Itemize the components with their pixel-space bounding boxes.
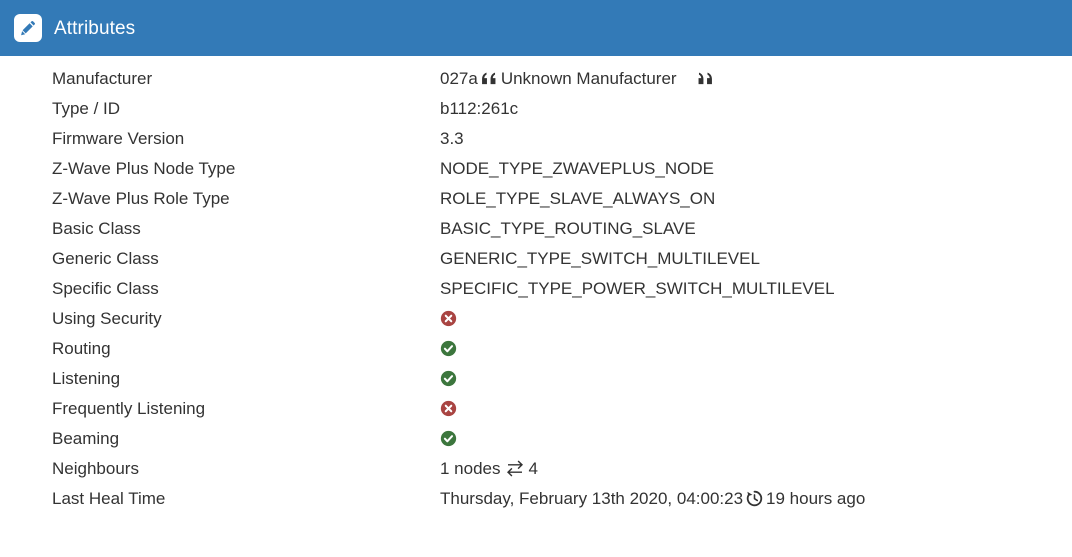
attribute-label: Listening (52, 369, 121, 388)
attribute-row: Firmware Version 3.3 (0, 124, 1072, 154)
panel-header: Attributes (0, 0, 1072, 56)
attribute-value: Thursday, February 13th 2020, 04:00:23 19… (440, 484, 1072, 514)
manufacturer-name: Unknown Manufacturer (500, 69, 677, 88)
history-clock-icon (743, 489, 766, 508)
attribute-label: Basic Class (52, 219, 141, 238)
attribute-label: Frequently Listening (52, 399, 206, 418)
attribute-value: ROLE_TYPE_SLAVE_ALWAYS_ON (440, 184, 1072, 214)
attribute-value (440, 304, 1072, 334)
attribute-row: Basic Class BASIC_TYPE_ROUTING_SLAVE (0, 214, 1072, 244)
attribute-label: Manufacturer (52, 69, 153, 88)
attribute-value: GENERIC_TYPE_SWITCH_MULTILEVEL (440, 244, 1072, 274)
attribute-value: b112:261c (440, 94, 1072, 124)
panel-title: Attributes (54, 17, 136, 39)
attribute-label: Z-Wave Plus Role Type (52, 189, 230, 208)
attribute-value (440, 364, 1072, 394)
attribute-value: 3.3 (440, 124, 1072, 154)
neighbour-node-id: 4 (528, 459, 538, 478)
value-text: GENERIC_TYPE_SWITCH_MULTILEVEL (440, 249, 760, 268)
quote-left-icon (478, 69, 501, 88)
attribute-label: Neighbours (52, 459, 139, 478)
attribute-value (440, 394, 1072, 424)
attribute-value: 027a Unknown Manufacturer (440, 64, 1072, 94)
manufacturer-id: 027a (440, 69, 478, 88)
attribute-row: Using Security (0, 304, 1072, 334)
attribute-label: Z-Wave Plus Node Type (52, 159, 236, 178)
value-text: 3.3 (440, 129, 464, 148)
attribute-row: Neighbours 1 nodes 4 (0, 454, 1072, 484)
exchange-arrows-icon (501, 459, 529, 478)
attribute-value: BASIC_TYPE_ROUTING_SLAVE (440, 214, 1072, 244)
times-circle-icon (440, 309, 457, 328)
value-text: b112:261c (440, 99, 519, 118)
attribute-row: Generic Class GENERIC_TYPE_SWITCH_MULTILE… (0, 244, 1072, 274)
attribute-label: Firmware Version (52, 129, 185, 148)
attribute-row: Specific Class SPECIFIC_TYPE_POWER_SWITCH… (0, 274, 1072, 304)
attribute-value (440, 334, 1072, 364)
attribute-label: Type / ID (52, 99, 121, 118)
heal-timestamp: Thursday, February 13th 2020, 04:00:23 (440, 489, 744, 508)
attribute-row: Z-Wave Plus Node Type NODE_TYPE_ZWAVEPLUS… (0, 154, 1072, 184)
check-circle-icon (440, 339, 457, 358)
neighbour-count: 1 nodes (440, 459, 501, 478)
check-circle-icon (440, 369, 457, 388)
attribute-row: Routing (0, 334, 1072, 364)
heal-relative-time: 19 hours ago (766, 489, 866, 508)
attribute-label: Generic Class (52, 249, 159, 268)
quote-right-icon (677, 69, 712, 88)
attribute-row: Type / ID b112:261c (0, 94, 1072, 124)
pencil-edit-icon (14, 14, 42, 42)
attribute-label: Using Security (52, 309, 162, 328)
attribute-row: Beaming (0, 424, 1072, 454)
attribute-label: Last Heal Time (52, 489, 166, 508)
times-circle-icon (440, 399, 457, 418)
value-text: SPECIFIC_TYPE_POWER_SWITCH_MULTILEVEL (440, 279, 835, 298)
attribute-value: NODE_TYPE_ZWAVEPLUS_NODE (440, 154, 1072, 184)
attribute-row: Manufacturer 027a Unknown Manufacturer (0, 64, 1072, 94)
attribute-row: Frequently Listening (0, 394, 1072, 424)
value-text: ROLE_TYPE_SLAVE_ALWAYS_ON (440, 189, 716, 208)
value-text: NODE_TYPE_ZWAVEPLUS_NODE (440, 159, 714, 178)
attribute-value: 1 nodes 4 (440, 454, 1072, 484)
check-circle-icon (440, 429, 457, 448)
attribute-label: Routing (52, 339, 111, 358)
attribute-value: SPECIFIC_TYPE_POWER_SWITCH_MULTILEVEL (440, 274, 1072, 304)
value-text: BASIC_TYPE_ROUTING_SLAVE (440, 219, 696, 238)
attribute-row: Listening (0, 364, 1072, 394)
attribute-value (440, 424, 1072, 454)
attribute-label: Specific Class (52, 279, 159, 298)
attribute-label: Beaming (52, 429, 120, 448)
attribute-row: Z-Wave Plus Role Type ROLE_TYPE_SLAVE_ALW… (0, 184, 1072, 214)
attribute-row: Last Heal Time Thursday, February 13th 20… (0, 484, 1072, 514)
